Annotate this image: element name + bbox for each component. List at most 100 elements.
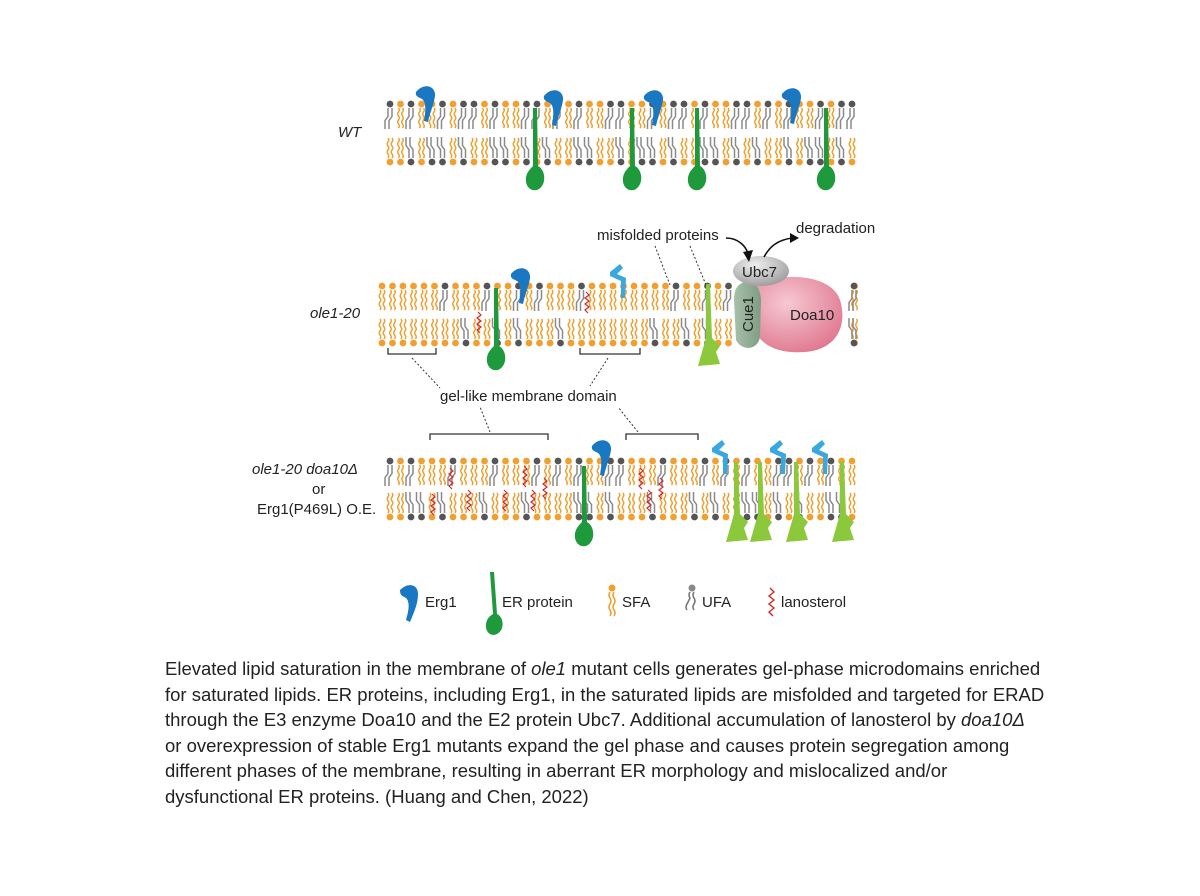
- sfa-lipid: [564, 457, 573, 486]
- sfa-lipid: [409, 282, 418, 311]
- er-protein-icon: [485, 572, 503, 635]
- arrow-head-degradation: [790, 233, 799, 243]
- ufa-lipid: [741, 457, 751, 486]
- er-protein: [816, 108, 836, 191]
- legend-sfa: SFA: [608, 584, 650, 617]
- ufa-lipid: [531, 457, 541, 486]
- sfa-lipid: [848, 457, 856, 486]
- ufa-lipid: [499, 137, 509, 166]
- ufa-lipid: [405, 492, 415, 521]
- er-protein-misfolded: [750, 462, 772, 542]
- sfa-lipid: [459, 492, 468, 521]
- er-protein-misfolded: [832, 462, 854, 542]
- ufa-lipid: [636, 137, 646, 166]
- sfa-lipid: [470, 457, 478, 486]
- lanosterol-molecule: [430, 493, 436, 516]
- erg1-misfolded-protein: [812, 440, 828, 474]
- ufa-lipid: [520, 137, 530, 166]
- ufa-lipid: [573, 137, 583, 166]
- caption-part-2: mutant cells generates gel-phase microdo…: [165, 658, 1045, 730]
- sfa-lipid-icon: [608, 591, 616, 617]
- sfa-lipid: [577, 318, 586, 347]
- ufa-lipid: [814, 100, 824, 129]
- sfa-lipid: [638, 492, 646, 521]
- ufa-lipid: [783, 137, 793, 166]
- doa10-protein: [750, 276, 843, 353]
- ufa-lipid: [457, 100, 467, 129]
- sfa-lipid: [693, 282, 701, 311]
- ufa-lipid: [730, 100, 740, 129]
- cue1-protein: [734, 281, 761, 348]
- sfa-lipid: [661, 318, 670, 347]
- sfa-lipid: [651, 282, 659, 311]
- sfa-lipid: [774, 100, 783, 129]
- sfa-lipid: [743, 137, 751, 166]
- ufa-lipid: [604, 457, 614, 486]
- sfa-lipid: [598, 318, 607, 347]
- gel-domain-leaders: [411, 357, 639, 433]
- sfa-lipid: [848, 137, 856, 166]
- sfa-lipid: [661, 282, 670, 311]
- sfa-lipid: [525, 318, 533, 347]
- sfa-lipid: [564, 137, 573, 166]
- ufa-lipid: [457, 137, 467, 166]
- lanosterol-molecule: [502, 489, 508, 512]
- sfa-lipid: [680, 457, 688, 486]
- caption-part-3: or overexpression of stable Erg1 mutants…: [165, 734, 1010, 807]
- legend-er-protein: ER protein: [485, 572, 573, 635]
- sfa-lipid: [640, 318, 649, 347]
- ufa-lipid: [405, 137, 415, 166]
- er-protein: [687, 108, 707, 191]
- gel-domain-label: gel-like membrane domain: [440, 388, 617, 405]
- sfa-lipid: [535, 318, 544, 347]
- sfa-lipid: [585, 100, 594, 129]
- ufa-lipid: [730, 137, 740, 166]
- er-protein: [574, 466, 594, 547]
- sfa-lipid: [417, 100, 426, 129]
- misfolded-proteins-label: misfolded proteins: [597, 227, 719, 244]
- ufa-lipid: [615, 137, 625, 166]
- sfa-lipid: [480, 100, 489, 129]
- ufa-lipid: [667, 100, 677, 129]
- sfa-lipid: [430, 318, 439, 347]
- sfa-lipid: [701, 492, 709, 521]
- sfa-lipid: [396, 100, 405, 129]
- ufa-lipid: [436, 492, 446, 521]
- lanosterol-molecule: [530, 489, 536, 512]
- sfa-lipid: [722, 137, 730, 166]
- ufa-lipid: [405, 457, 415, 486]
- membrane-wt: [384, 86, 856, 191]
- sfa-lipid: [449, 492, 457, 521]
- ufa-lipid: [489, 137, 499, 166]
- ufa-lipid: [460, 318, 470, 347]
- ufa-lipid: [415, 492, 425, 521]
- ufa-lipid: [575, 282, 585, 311]
- ufa-lipid: [835, 100, 845, 129]
- erg1-protein: [591, 440, 612, 476]
- sfa-lipid: [690, 457, 699, 486]
- sfa-lipid: [598, 282, 607, 311]
- sfa-lipid: [682, 282, 691, 311]
- dashed-leader-2: [689, 245, 707, 286]
- sfa-lipid: [480, 137, 489, 166]
- sfa-lipid: [669, 457, 678, 486]
- ufa-lipid: [604, 492, 614, 521]
- ufa-lipid: [573, 457, 583, 486]
- sfa-lipid: [588, 318, 596, 347]
- sfa-lipid: [627, 457, 636, 486]
- ufa-lipid: [678, 100, 688, 129]
- ufa-lipid: [751, 137, 761, 166]
- sfa-lipid: [522, 457, 531, 486]
- sfa-lipid: [669, 492, 678, 521]
- sfa-lipid: [711, 457, 720, 486]
- sfa-lipid: [785, 492, 793, 521]
- ufa-lipid: [814, 137, 824, 166]
- ufa-lipid-icon: [685, 591, 696, 611]
- sfa-lipid: [378, 318, 386, 347]
- ufa-lipid: [804, 457, 814, 486]
- ufa-lipid: [489, 100, 499, 129]
- er-protein: [525, 108, 545, 191]
- erg1-protein: [543, 90, 564, 126]
- sfa-lipid: [470, 492, 478, 521]
- sfa-lipid: [724, 318, 733, 347]
